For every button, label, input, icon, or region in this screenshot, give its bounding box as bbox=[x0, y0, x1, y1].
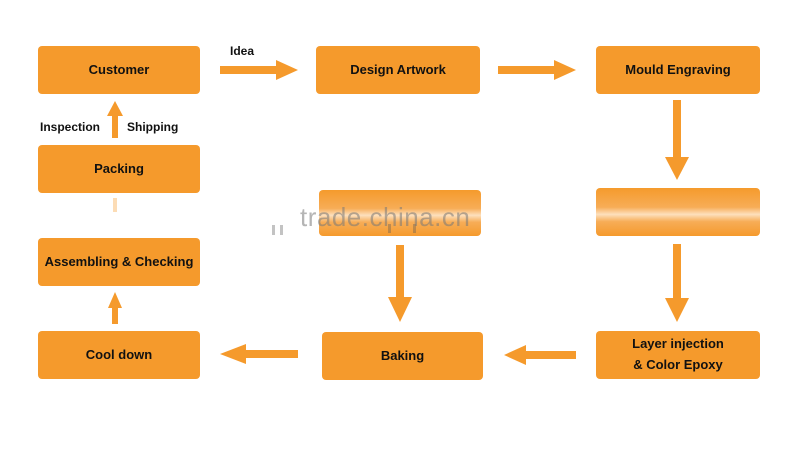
mould-engraving-label: Mould Engraving bbox=[625, 61, 731, 77]
arrow-hidden-to-baking bbox=[388, 245, 412, 322]
design-artwork-box: Design Artwork bbox=[316, 46, 480, 94]
packing-label: Packing bbox=[94, 160, 144, 176]
cool-down-label: Cool down bbox=[85, 346, 153, 362]
shipping-label: Shipping bbox=[127, 120, 179, 134]
design-artwork-label: Design Artwork bbox=[350, 61, 446, 77]
hidden-step-box-center bbox=[319, 190, 481, 236]
arrow-packing-to-customer bbox=[107, 101, 123, 138]
inspection-label: Inspection bbox=[40, 120, 101, 134]
hidden-step-box-right bbox=[596, 188, 760, 236]
arrow-design-to-mould bbox=[498, 60, 576, 80]
arrow-mould-to-hidden bbox=[665, 100, 689, 180]
arrow-hidden-to-layer bbox=[665, 244, 689, 322]
layer-injection-label-line2: & Color Epoxy bbox=[633, 357, 723, 372]
arrow-assembling-to-packing bbox=[113, 198, 117, 212]
arrow-baking-to-cooldown bbox=[220, 344, 298, 364]
mould-engraving-box: Mould Engraving bbox=[596, 46, 760, 94]
cool-down-box: Cool down bbox=[38, 331, 200, 379]
arrow-layer-to-baking bbox=[504, 345, 576, 365]
packing-box: Packing bbox=[38, 145, 200, 193]
assembling-checking-box: Assembling & Checking bbox=[38, 238, 200, 286]
assembling-checking-label: Assembling & Checking bbox=[44, 253, 194, 269]
layer-injection-label-line1: Layer injection bbox=[632, 336, 724, 352]
arrow-customer-to-design bbox=[220, 60, 298, 80]
customer-label: Customer bbox=[88, 61, 150, 77]
baking-box: Baking bbox=[322, 332, 483, 380]
customer-box: Customer bbox=[38, 46, 200, 94]
idea-label: Idea bbox=[230, 44, 255, 58]
watermark: trade.china.cn bbox=[300, 202, 471, 232]
arrow-cooldown-to-assembling bbox=[108, 292, 122, 324]
baking-label: Baking bbox=[380, 347, 425, 363]
layer-injection-box: Layer injection & Color Epoxy bbox=[596, 331, 760, 379]
